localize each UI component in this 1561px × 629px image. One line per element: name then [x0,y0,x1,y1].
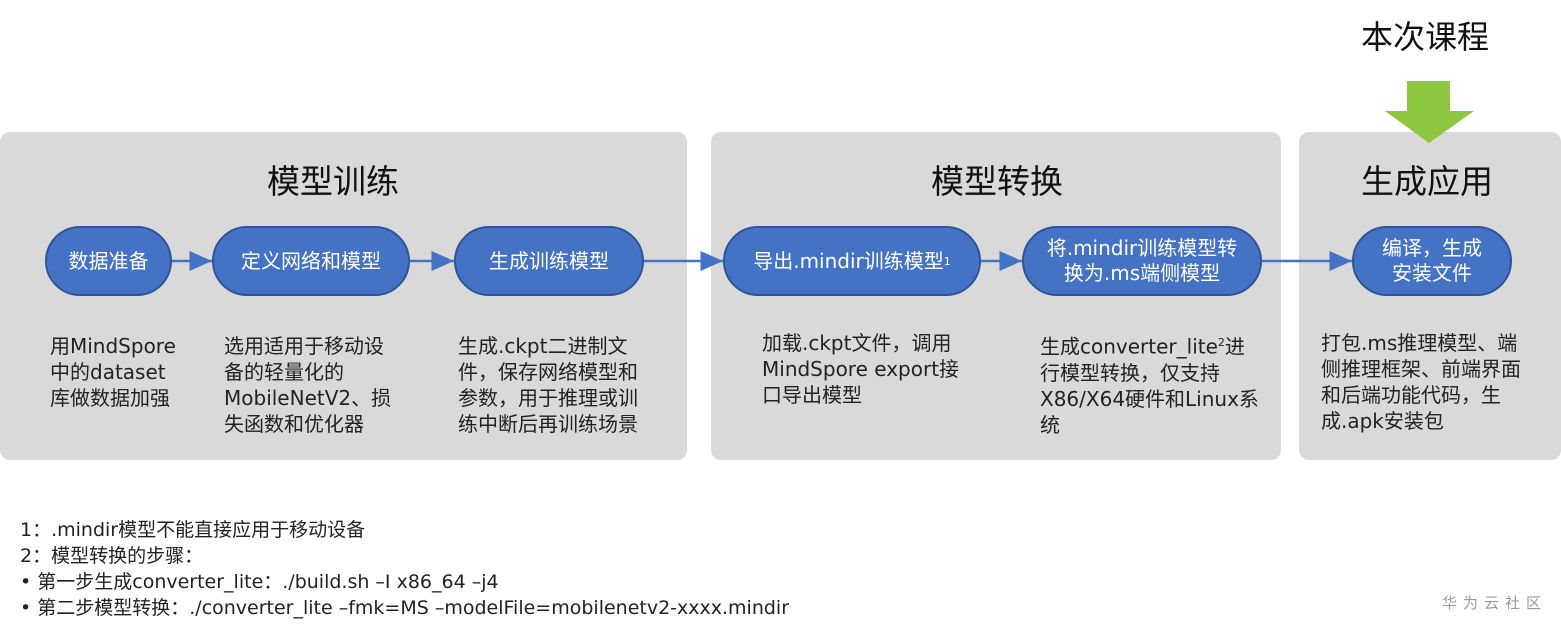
step-convert-to-ms: 将.mindir训练模型转 换为.ms端侧模型 [1022,226,1262,296]
panel-model-conversion [711,132,1281,460]
panel-model-training [0,132,687,460]
panel-generate-app [1299,132,1561,460]
footnote-step-1: • 第一步生成converter_lite：./build.sh –I x86_… [20,571,499,593]
footnote-2: 2：模型转换的步骤： [20,545,204,567]
footnote-1: 1：.mindir模型不能直接应用于移动设备 [20,519,366,541]
desc-convert-part-b: 进 行模型转换，仅支持 X86/X64硬件和Linux系 统 [1040,334,1259,437]
down-arrow-icon [1385,81,1474,143]
step-export-mindir-label: 导出.mindir训练模型 [753,248,944,273]
desc-generate-training-model: 生成.ckpt二进制文 件，保存网络模型和 参数，用于推理或训 练中断后再训练场… [458,334,638,436]
footnote-step-2: • 第二步模型转换：./converter_lite –fmk=MS –mode… [20,597,790,619]
desc-data-preparation: 用MindSpore 中的dataset 库做数据加强 [50,334,176,410]
step-compile-generate: 编译，生成 安装文件 [1352,226,1512,296]
current-course-label: 本次课程 [1360,18,1489,56]
step-generate-training-model: 生成训练模型 [454,226,644,296]
step-data-preparation: 数据准备 [45,226,172,296]
desc-convert-to-ms: 生成converter_lite2进 行模型转换，仅支持 X86/X64硬件和L… [1040,330,1275,438]
desc-export-mindir: 加载.ckpt文件，调用 MindSpore export接 口导出模型 [762,331,960,407]
step-define-network-model: 定义网络和模型 [212,226,410,296]
desc-convert-part-a: 生成converter_lite [1040,334,1218,359]
panel-title-application: 生成应用 [1361,162,1493,201]
panel-title-training: 模型训练 [267,162,399,201]
desc-compile-generate: 打包.ms推理模型、端 侧推理框架、前端界面 和后端功能代码，生 成.apk安装… [1321,331,1521,433]
brand-watermark: 华为云社区 [1441,594,1547,612]
panel-title-conversion: 模型转换 [931,162,1063,201]
desc-define-network-model: 选用适用于移动设 备的轻量化的 MobileNetV2、损 失函数和优化器 [224,334,392,436]
footnote-ref-1: 1 [943,254,951,268]
footnote-ref-2: 2 [1217,336,1225,349]
